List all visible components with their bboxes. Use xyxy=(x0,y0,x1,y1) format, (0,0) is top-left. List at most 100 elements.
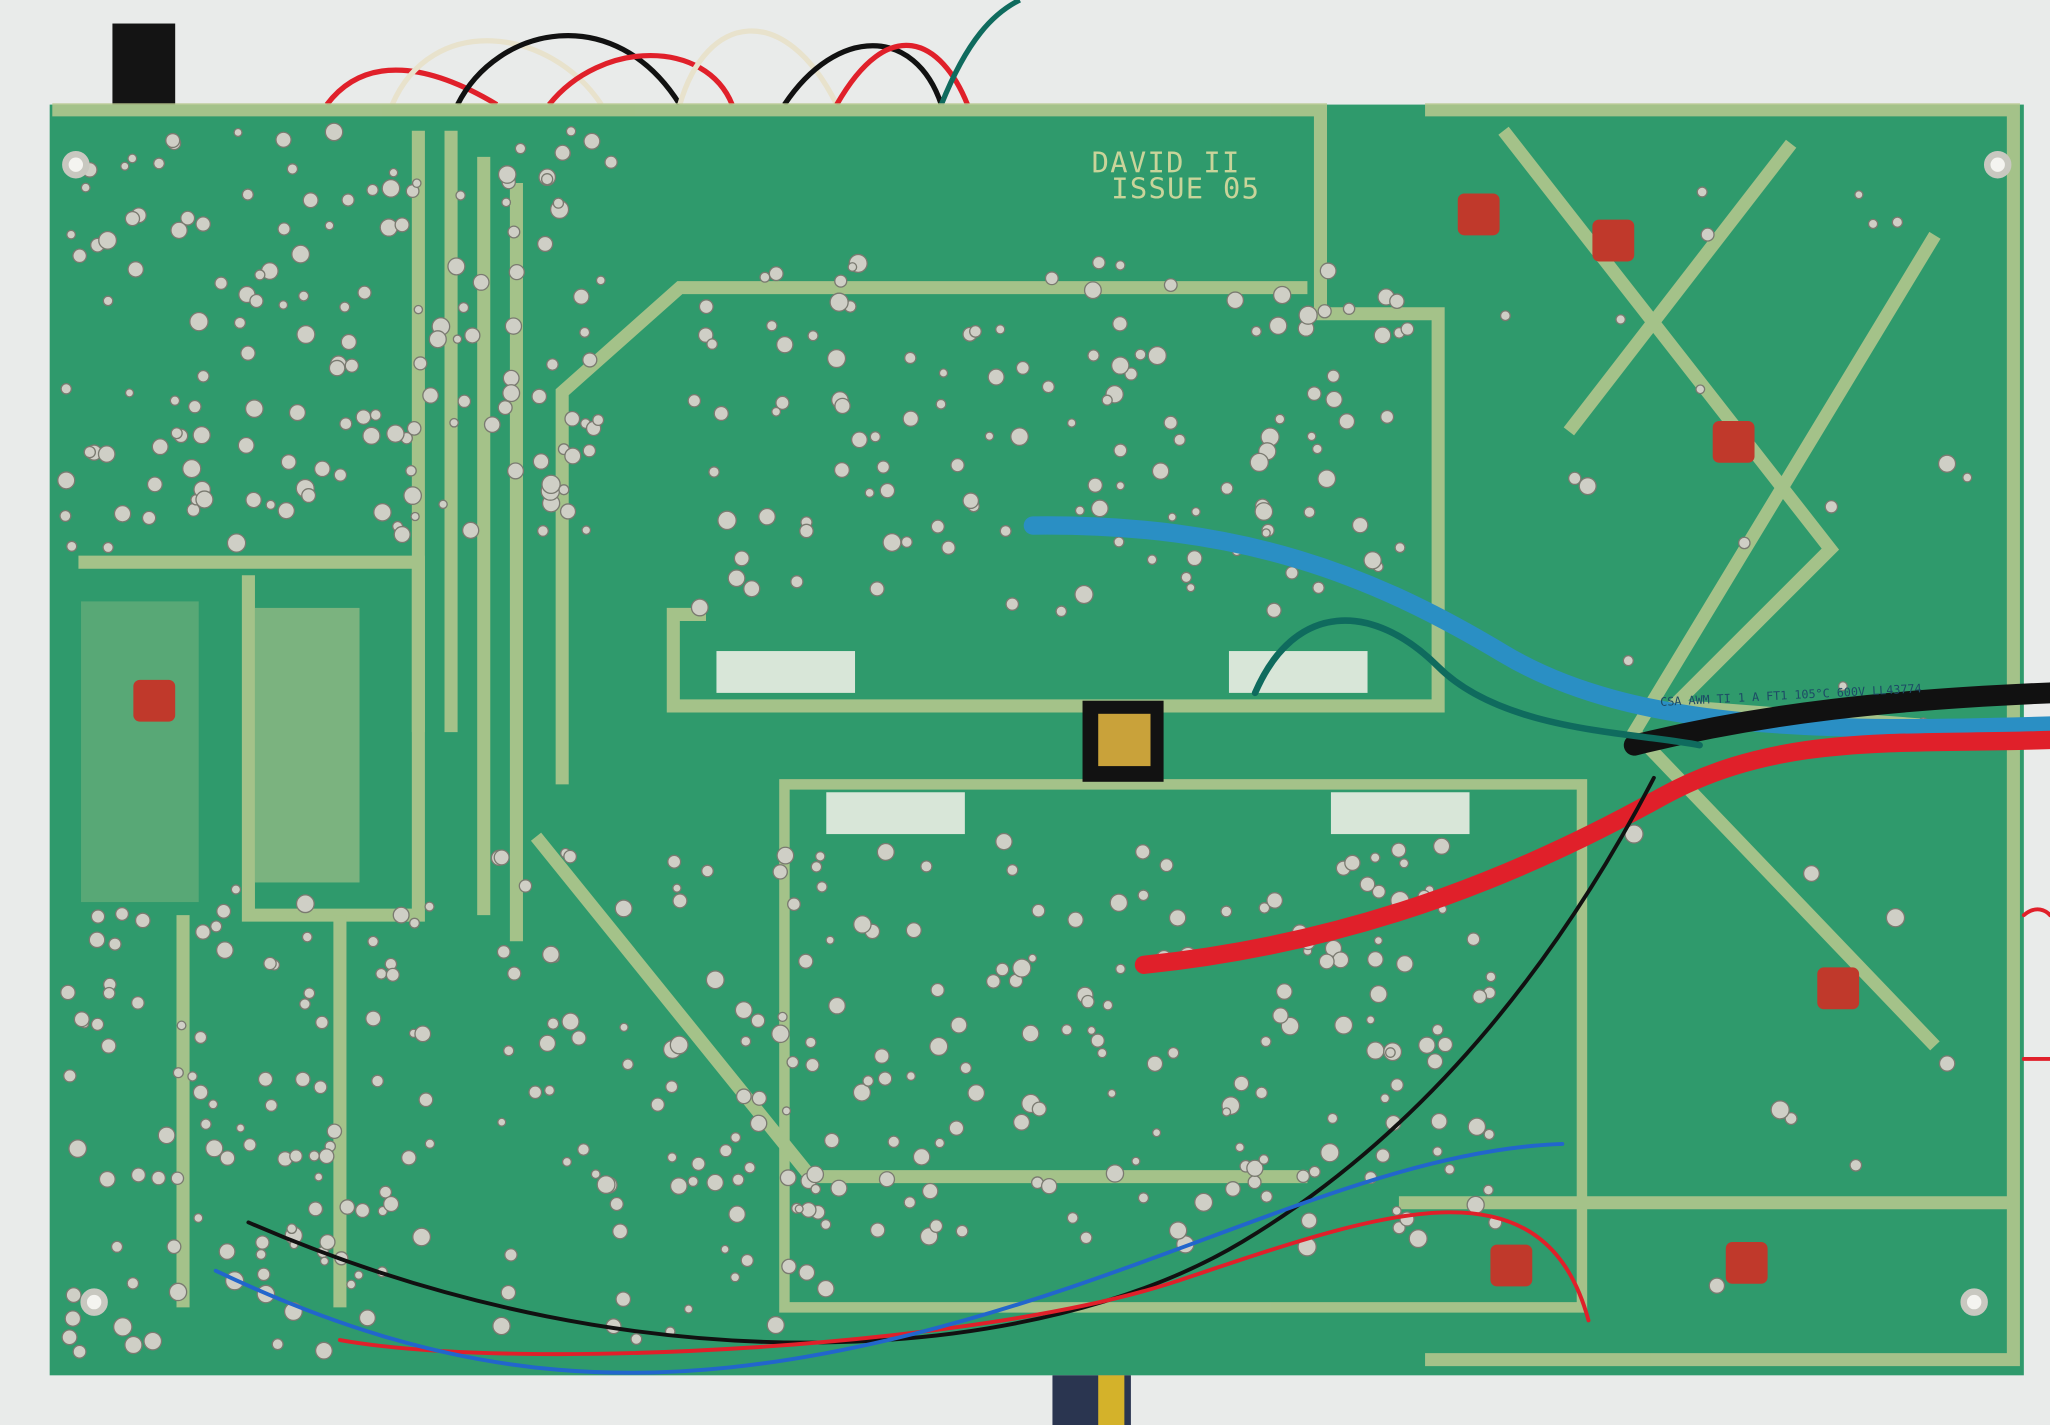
solder-pad xyxy=(1466,932,1481,947)
solder-pad xyxy=(195,490,214,509)
solder-pad xyxy=(114,906,130,922)
solder-pads xyxy=(57,122,1973,1360)
solder-pad xyxy=(876,842,895,862)
solder-pad xyxy=(1027,953,1038,963)
solder-pad xyxy=(464,327,481,344)
solder-pad xyxy=(1319,262,1337,280)
solder-pad xyxy=(559,503,577,520)
solder-pad xyxy=(245,491,262,509)
solder-pad xyxy=(1432,837,1451,855)
solder-pad xyxy=(810,860,823,873)
solder-pad xyxy=(1220,905,1233,918)
solder-pad xyxy=(1379,1093,1391,1104)
solder-pad xyxy=(829,292,849,312)
solder-pad xyxy=(1567,471,1582,486)
solder-pad xyxy=(1220,481,1234,495)
solder-pad xyxy=(447,257,466,276)
solder-pad xyxy=(1031,1101,1047,1117)
solder-pad xyxy=(243,1138,257,1152)
solder-pad xyxy=(564,447,582,465)
solder-pad xyxy=(781,1258,797,1275)
solder-pad xyxy=(987,368,1005,386)
solder-pad xyxy=(1186,582,1196,593)
solder-pad xyxy=(730,1132,742,1144)
solder-pad xyxy=(501,197,512,208)
slot xyxy=(1330,792,1470,835)
solder-pad xyxy=(814,851,826,862)
solder-pad xyxy=(193,1212,204,1224)
solder-pad xyxy=(1186,550,1203,567)
solder-pad xyxy=(1272,285,1292,305)
solder-pad xyxy=(277,222,291,236)
solder-pad xyxy=(621,1058,634,1071)
solder-pad xyxy=(1317,469,1337,489)
solder-pad xyxy=(110,1240,124,1253)
solder-pad xyxy=(853,915,872,934)
solder-pad xyxy=(210,920,223,933)
solder-pad xyxy=(798,1264,816,1281)
solder-pad xyxy=(507,966,522,981)
solder-pad xyxy=(1306,431,1317,442)
solder-pad xyxy=(60,383,73,395)
solder-pad xyxy=(302,192,319,209)
solder-pad xyxy=(1296,1169,1311,1184)
solder-pad xyxy=(57,471,76,490)
solder-pad xyxy=(561,1156,572,1167)
solder-pad xyxy=(564,410,581,427)
solder-pad xyxy=(497,400,513,416)
blue-thin-wire xyxy=(213,1141,1565,1375)
solder-pad xyxy=(630,1333,643,1346)
solder-pad xyxy=(130,995,145,1010)
solder-pad xyxy=(328,359,346,377)
solder-pad xyxy=(1334,1015,1354,1035)
pad-area-left-2 xyxy=(81,601,199,903)
solder-pad xyxy=(579,326,591,338)
solder-pad xyxy=(531,388,548,405)
capacitor xyxy=(1712,420,1755,463)
solder-pad xyxy=(1737,536,1751,550)
solder-pad xyxy=(768,266,784,282)
solder-pad xyxy=(604,155,618,169)
solder-pad xyxy=(1115,481,1126,491)
solder-pad xyxy=(751,1090,768,1106)
solder-pad xyxy=(492,1316,511,1336)
solder-pad xyxy=(820,1218,832,1231)
power-jack xyxy=(112,23,176,108)
solder-pad xyxy=(538,1034,557,1053)
solder-pad xyxy=(1325,390,1343,409)
solder-pad xyxy=(108,937,122,951)
solder-pad xyxy=(424,901,435,912)
solder-pad xyxy=(235,1123,246,1133)
solder-pad xyxy=(378,1185,393,1199)
solder-pad xyxy=(810,1183,822,1195)
solder-pad xyxy=(619,1022,629,1033)
solder-pad xyxy=(950,1016,968,1034)
solder-pad xyxy=(1373,935,1383,946)
solder-pad xyxy=(493,849,510,866)
solder-pad xyxy=(1087,349,1100,362)
solder-pad xyxy=(740,1253,754,1268)
solder-pad xyxy=(1087,477,1103,493)
solder-pad xyxy=(930,982,945,998)
solder-pad xyxy=(985,973,1001,989)
solder-pad xyxy=(452,334,463,344)
solder-pad xyxy=(264,1098,278,1112)
solder-pad xyxy=(192,1084,209,1101)
solder-pad xyxy=(1363,551,1382,570)
solder-pad xyxy=(941,540,956,555)
solder-pad xyxy=(862,1075,875,1087)
solder-pad xyxy=(369,408,382,421)
solder-pad xyxy=(1247,1175,1262,1190)
solder-pad xyxy=(609,1196,624,1212)
solder-pad xyxy=(650,1097,665,1112)
solder-pad xyxy=(938,368,949,378)
solder-pad xyxy=(955,1224,969,1238)
solder-pad xyxy=(1137,1192,1150,1204)
solder-pad xyxy=(826,348,847,369)
solder-pad xyxy=(165,132,181,149)
solder-pad xyxy=(255,1235,270,1250)
solder-pad xyxy=(72,248,88,264)
solder-pad xyxy=(307,1201,324,1217)
solder-pad xyxy=(170,427,183,440)
solder-pad xyxy=(1107,1088,1117,1099)
